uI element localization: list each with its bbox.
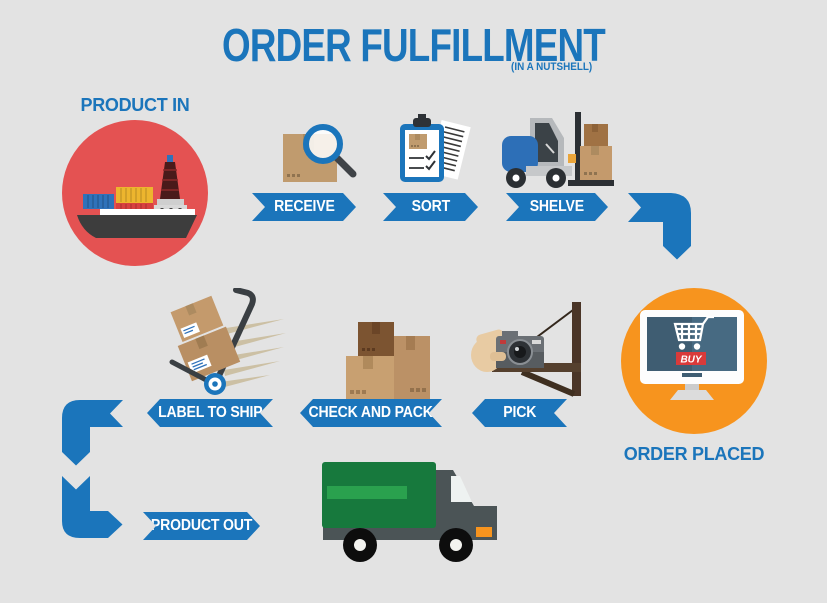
speed-lines xyxy=(220,319,286,388)
step-banner-sort: SORT xyxy=(383,193,478,221)
step-label-sort: SORT xyxy=(411,198,450,215)
order-placed-label: ORDER PLACED xyxy=(623,444,765,464)
buy-button xyxy=(676,352,706,365)
product-out-banner: PRODUCT OUT xyxy=(143,512,260,540)
step-banner-label-to-ship: LABEL TO SHIP xyxy=(147,399,273,427)
hand-scanner-icon xyxy=(471,302,581,397)
product-out-label: PRODUCT OUT xyxy=(150,517,253,534)
shopping-cart-glyph xyxy=(673,315,714,342)
product-in-label: PRODUCT IN xyxy=(80,95,190,115)
step-banner-shelve: SHELVE xyxy=(506,193,608,221)
step-banner-pick: PICK xyxy=(472,399,567,427)
cargo-ship-icon xyxy=(77,155,197,238)
step-label-shelve: SHELVE xyxy=(529,198,585,215)
step-banner-check-and-pack: CHECK AND PACK xyxy=(300,399,442,427)
page-subtitle: (IN A NUTSHELL) xyxy=(510,61,592,73)
arrow-down-to-order-placed xyxy=(628,193,691,260)
step-label-receive: RECEIVE xyxy=(273,198,335,215)
forklift-icon xyxy=(502,112,614,188)
step-label-label-to-ship: LABEL TO SHIP xyxy=(157,404,263,421)
monitor-cart-icon: BUY xyxy=(640,310,744,400)
step-label-check-and-pack: CHECK AND PACK xyxy=(308,404,434,421)
stacked-boxes-icon xyxy=(346,322,430,400)
clipboard-checklist-icon xyxy=(400,114,471,182)
delivery-truck-icon xyxy=(322,462,497,562)
arrow-left-down-lower xyxy=(62,476,123,538)
step-label-pick: PICK xyxy=(503,404,536,421)
step-banner-receive: RECEIVE xyxy=(252,193,356,221)
buy-button-label: BUY xyxy=(680,355,702,366)
page-title: ORDER FULFILLMENT xyxy=(222,19,606,71)
box-magnifier-icon xyxy=(283,124,357,182)
arrow-left-down-upper xyxy=(62,400,123,466)
hand-truck-icon xyxy=(169,288,286,395)
